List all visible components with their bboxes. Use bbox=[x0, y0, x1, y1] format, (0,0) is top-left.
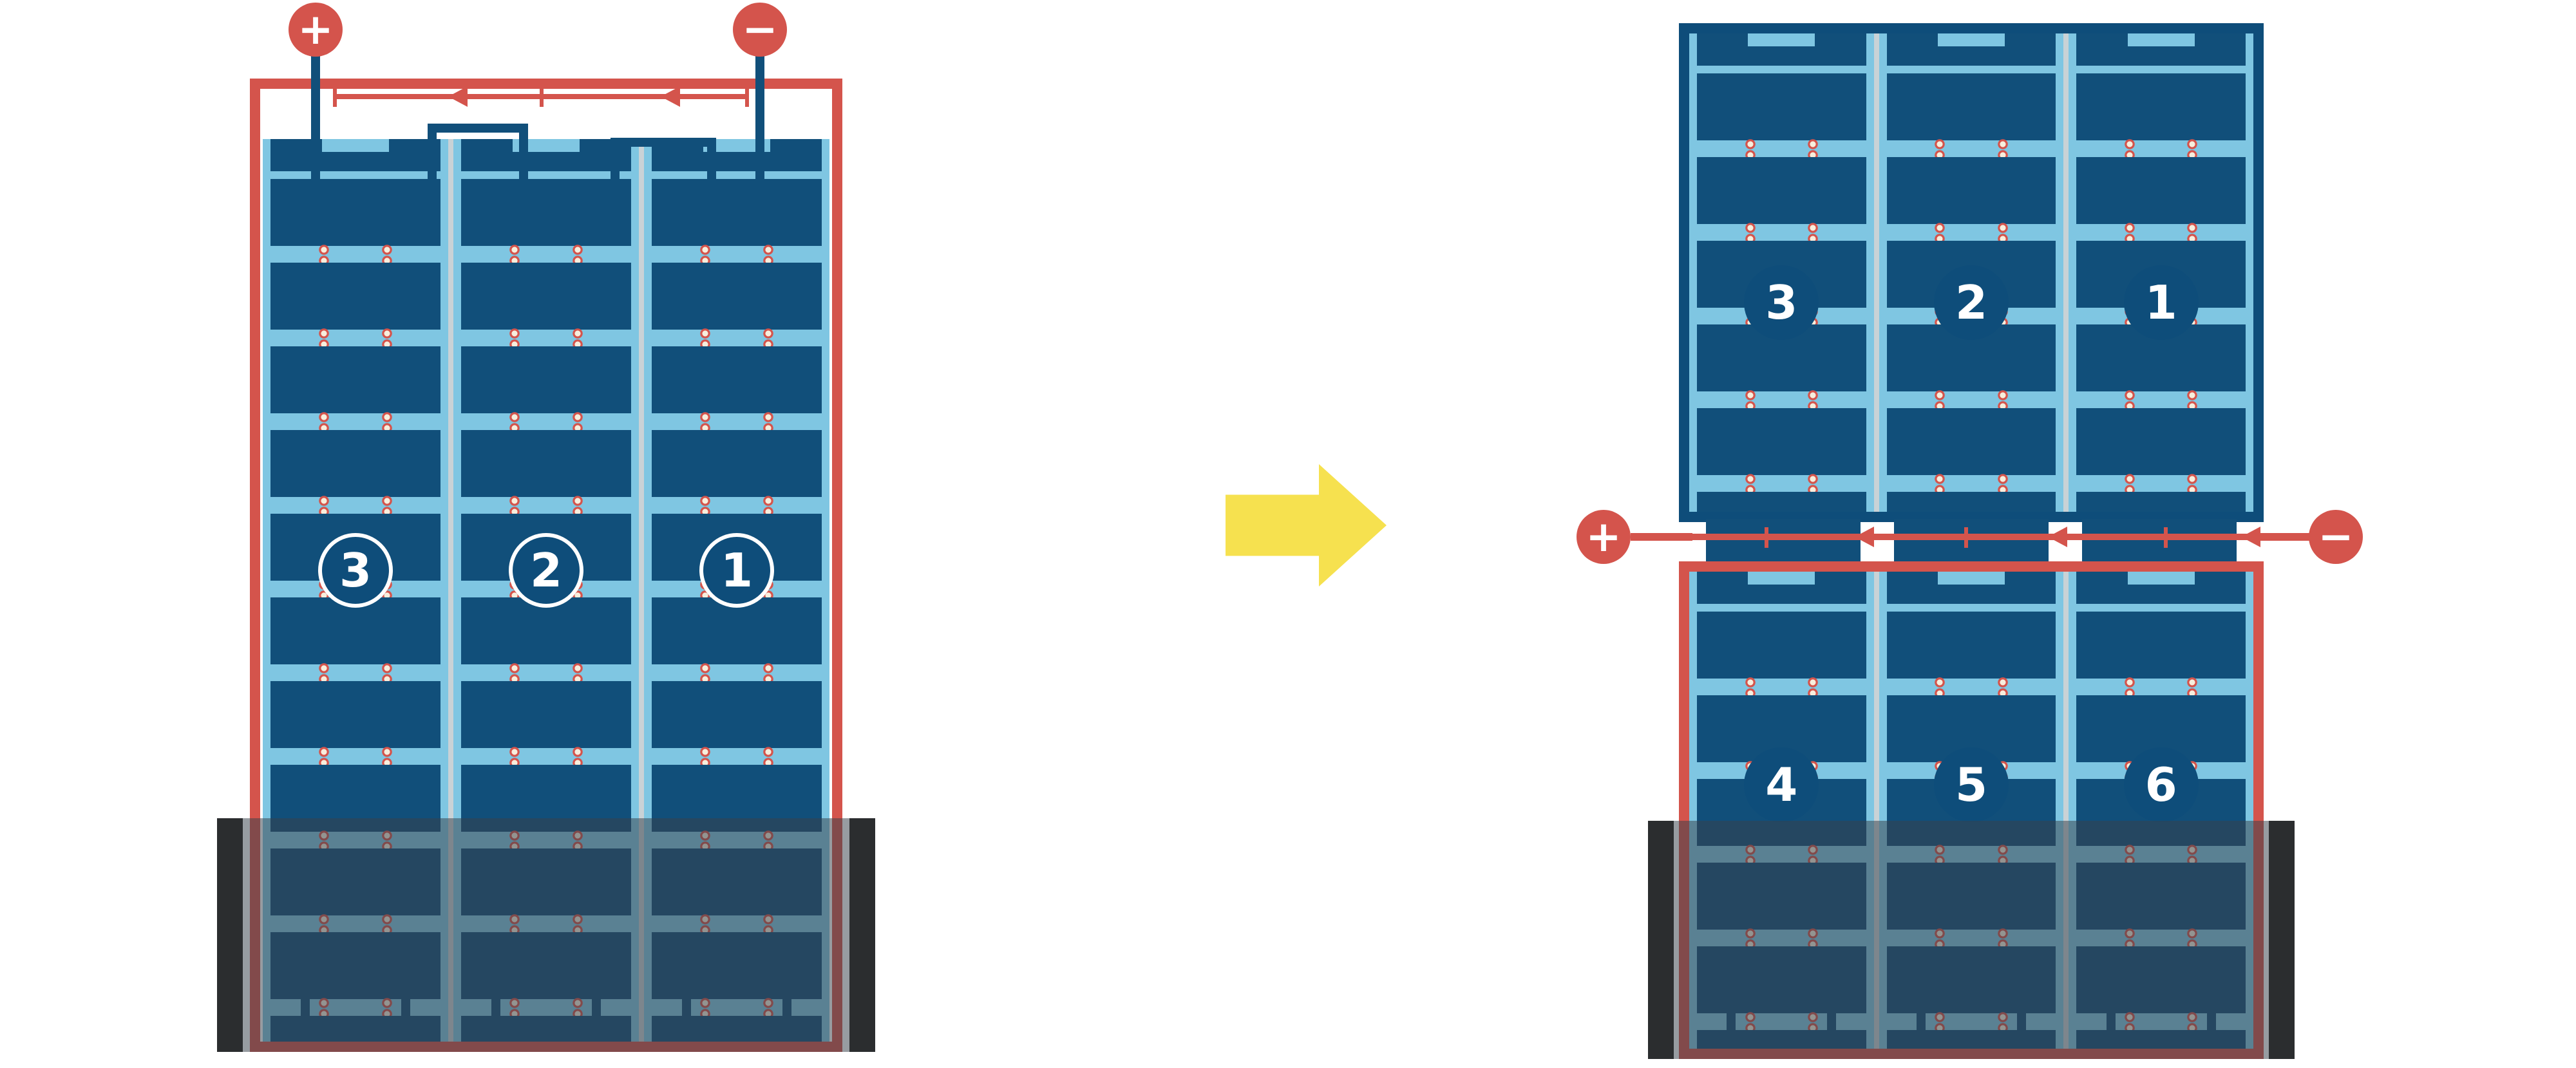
junction-bus-wire bbox=[1636, 534, 2312, 540]
string-top-connector bbox=[461, 139, 631, 171]
cell-string: 2 bbox=[1873, 33, 2064, 512]
right-arrow-icon bbox=[1226, 464, 1387, 586]
string-top-connector bbox=[270, 139, 440, 171]
positive-terminal: + bbox=[1577, 510, 1631, 564]
wire-tick bbox=[333, 86, 337, 107]
junction-bar bbox=[1706, 540, 1861, 561]
string-number: 3 bbox=[318, 533, 393, 608]
string-top-connector bbox=[2076, 33, 2246, 66]
junction-bar bbox=[1894, 540, 2049, 561]
current-arrow-icon bbox=[1855, 527, 1874, 547]
shade-overlay bbox=[229, 818, 864, 1052]
string-number: 4 bbox=[1744, 747, 1819, 822]
string-jumper bbox=[428, 124, 437, 180]
wire-tick bbox=[540, 86, 544, 107]
string-number: 6 bbox=[2123, 747, 2199, 822]
wire-tick bbox=[2164, 527, 2168, 548]
string-jumper bbox=[519, 124, 528, 180]
current-arrow-icon bbox=[2048, 527, 2067, 547]
string-number: 2 bbox=[1934, 265, 2009, 340]
negative-terminal: − bbox=[2309, 510, 2363, 564]
string-top-connector bbox=[1697, 33, 1866, 66]
shade-bar-right bbox=[849, 818, 875, 1052]
string-top-connector bbox=[1697, 572, 1866, 604]
wire-tick bbox=[745, 86, 749, 107]
string-top-connector bbox=[1886, 33, 2056, 66]
right-top-panel-frame bbox=[1679, 23, 2264, 522]
string-top-connector bbox=[2076, 572, 2246, 604]
string-jumper bbox=[611, 138, 620, 180]
current-arrow-icon bbox=[448, 86, 468, 107]
string-number: 2 bbox=[509, 533, 583, 608]
shade-bar-left bbox=[217, 818, 243, 1052]
string-top-connector bbox=[1886, 572, 2056, 604]
right-top-panel: 3 2 1 bbox=[1689, 33, 2253, 512]
cell-string: 1 bbox=[2063, 33, 2253, 512]
cell-string: 3 bbox=[1689, 33, 1874, 512]
plus-icon: + bbox=[1586, 512, 1622, 561]
shade-bar-right bbox=[2269, 821, 2295, 1059]
positive-terminal-stem bbox=[311, 55, 320, 179]
string-number: 3 bbox=[1744, 265, 1819, 340]
minus-icon: − bbox=[742, 5, 778, 54]
junction-bar bbox=[2082, 540, 2237, 561]
string-jumper bbox=[611, 138, 716, 147]
string-jumper bbox=[707, 138, 716, 180]
wire-tick bbox=[1765, 527, 1768, 548]
plus-icon: + bbox=[298, 5, 334, 54]
current-arrow-icon bbox=[2241, 527, 2260, 547]
current-arrow-icon bbox=[661, 86, 680, 107]
shade-overlay bbox=[1658, 821, 2284, 1059]
wire-tick bbox=[1964, 527, 1968, 548]
string-jumper bbox=[428, 124, 528, 133]
minus-icon: − bbox=[2318, 512, 2354, 561]
shade-bar-left bbox=[1648, 821, 1674, 1059]
negative-terminal: − bbox=[733, 3, 787, 57]
positive-terminal: + bbox=[289, 3, 343, 57]
string-number: 1 bbox=[2123, 265, 2199, 340]
string-number: 5 bbox=[1934, 747, 2009, 822]
negative-terminal-stem bbox=[755, 55, 764, 179]
string-number: 1 bbox=[699, 533, 774, 608]
